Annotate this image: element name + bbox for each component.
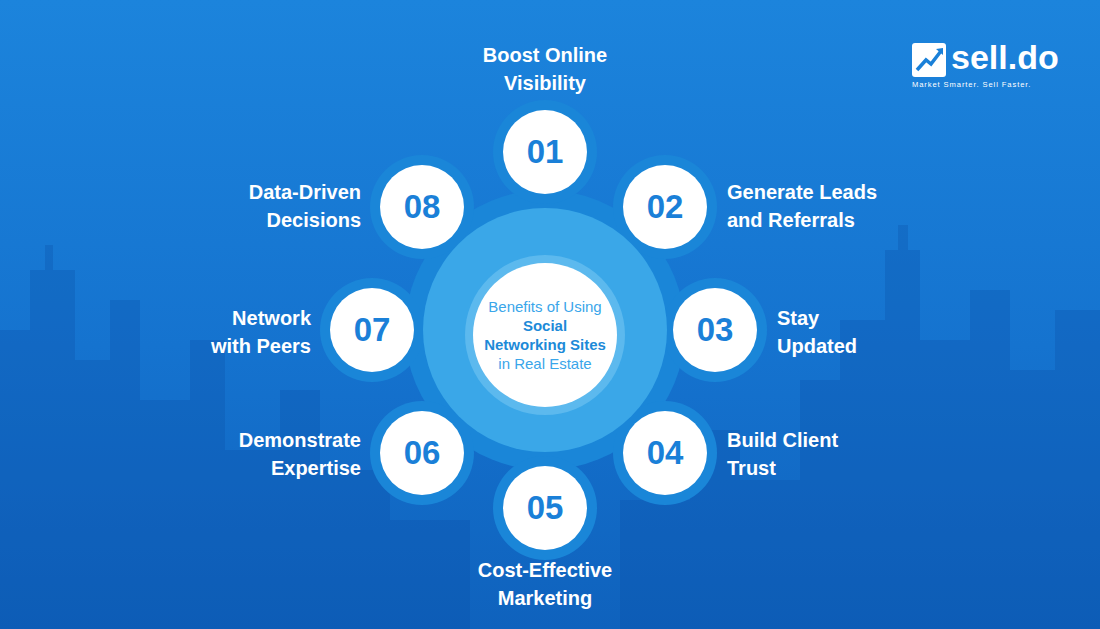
circle-fill [503, 110, 587, 194]
circle-fill [673, 288, 757, 372]
benefit-label: Data-Driven Decisions [221, 178, 361, 234]
benefit-circle: 04Build Client Trust [623, 411, 707, 495]
brand-name: sell.do [951, 38, 1059, 77]
callout-number: 06 [380, 411, 464, 495]
circle-fill [623, 165, 707, 249]
callout-number: 03 [673, 288, 757, 372]
benefit-label: Boost Online Visibility [460, 41, 630, 97]
callout-number: 05 [503, 466, 587, 550]
brand-tagline: Market Smarter. Sell Faster. [912, 80, 1031, 89]
benefit-circle: 01Boost Online Visibility [503, 110, 587, 194]
topic-text: Benefits of Using [481, 297, 609, 316]
logo-icon [912, 43, 946, 77]
callout-number: 07 [330, 288, 414, 372]
circle-fill [380, 165, 464, 249]
circle-fill [503, 466, 587, 550]
benefit-circle: 05Cost-Effective Marketing [503, 466, 587, 550]
benefit-label: Cost-Effective Marketing [455, 556, 635, 612]
benefit-circle: 07Network with Peers [330, 288, 414, 372]
circle-fill [380, 411, 464, 495]
circle-fill [473, 263, 617, 407]
benefit-circle: 06Demonstrate Expertise [380, 411, 464, 495]
benefit-label: Stay Updated [777, 304, 872, 360]
benefit-circle: 08Data-Driven Decisions [380, 165, 464, 249]
callout-number: 02 [623, 165, 707, 249]
circle-fill [623, 411, 707, 495]
benefit-circle: 02Generate Leads and Referrals [623, 165, 707, 249]
topic-text: in Real Estate [481, 354, 609, 373]
topic-text: Social Networking Sites [481, 316, 609, 354]
benefit-label: Generate Leads and Referrals [727, 178, 912, 234]
topic-circle: Benefits of UsingSocial Networking Sites… [473, 263, 617, 407]
benefit-label: Build Client Trust [727, 426, 867, 482]
callout-number: 04 [623, 411, 707, 495]
circle-outline [473, 263, 617, 407]
topic-text-group: Benefits of UsingSocial Networking Sites… [473, 263, 617, 407]
benefit-label: Network with Peers [199, 304, 311, 360]
gear-shape [320, 100, 767, 560]
benefit-label: Demonstrate Expertise [201, 426, 361, 482]
callout-number: 01 [503, 110, 587, 194]
benefit-circle: 03Stay Updated [673, 288, 757, 372]
callout-number: 08 [380, 165, 464, 249]
circle-fill [330, 288, 414, 372]
